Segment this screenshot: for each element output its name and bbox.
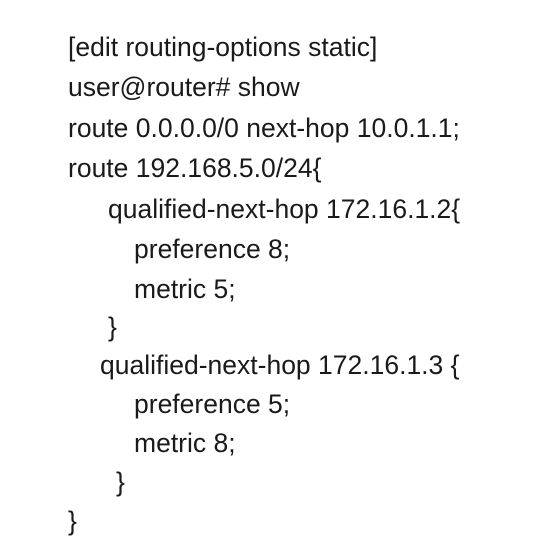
cli-line-close-brace-hop-1: } [108,312,117,342]
cli-line-default-route: route 0.0.0.0/0 next-hop 10.0.1.1; [68,113,460,143]
cli-line-close-brace-route: } [68,506,77,536]
cli-line-edit-context: [edit routing-options static] [68,32,378,62]
cli-line-preference-5: preference 5; [134,389,291,419]
cli-line-qualified-hop-1: qualified-next-hop 172.16.1.2{ [108,194,461,224]
cli-line-metric-8: metric 8; [134,428,236,458]
cli-line-metric-5: metric 5; [134,274,236,304]
cli-line-route-192: route 192.168.5.0/24{ [68,153,322,183]
cli-line-prompt-show: user@router# show [68,72,300,102]
cli-line-close-brace-hop-2: } [116,467,125,497]
cli-line-qualified-hop-2: qualified-next-hop 172.16.1.3 { [100,350,460,380]
cli-line-preference-8: preference 8; [134,234,291,264]
